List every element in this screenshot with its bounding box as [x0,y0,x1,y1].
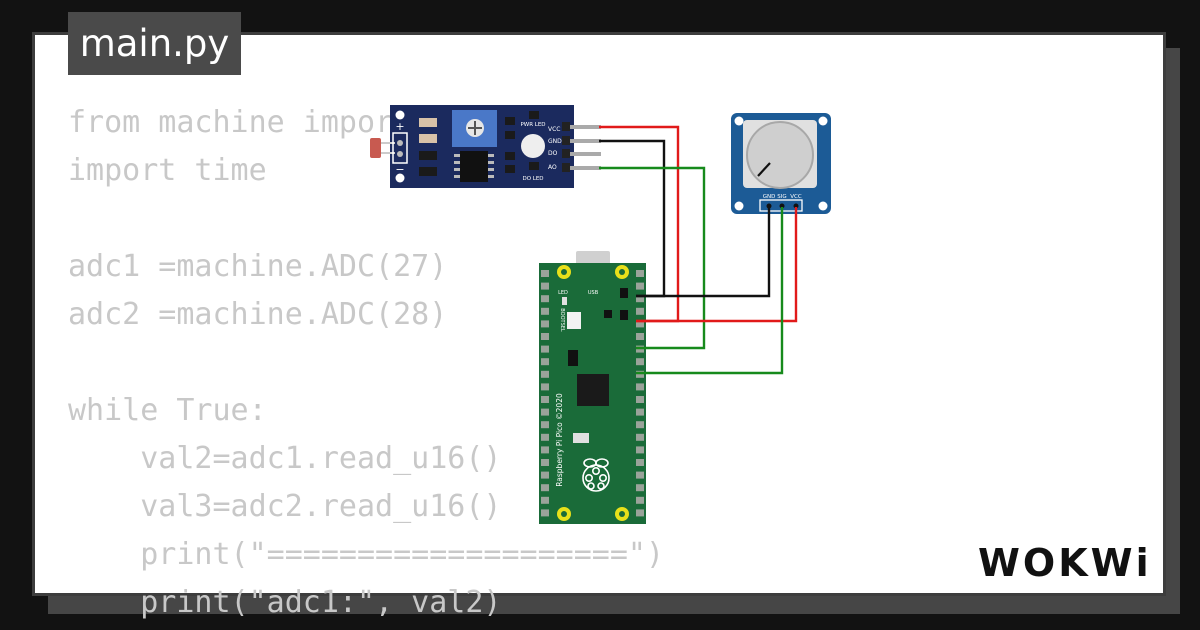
file-tab-main-py[interactable]: main.py [68,12,241,75]
pico-pin-pad[interactable] [636,270,644,277]
pin-label-gnd: GND [548,138,562,145]
potentiometer-knob[interactable] [746,121,814,189]
pico-pin-pad[interactable] [636,446,644,454]
pwr-led-label: PWR LED [520,122,545,128]
code-line: adc2 =machine.ADC(28) [68,297,448,332]
code-line: val2=adc1.read_u16() [68,441,502,476]
wire-pot-vcc[interactable] [636,207,798,323]
pico-pin-pad[interactable] [541,496,549,504]
comparator-chip [460,151,488,182]
pico-pin-pad[interactable] [636,282,644,290]
pico-pin-pad[interactable] [636,307,644,315]
pico-pin-pad[interactable] [636,433,644,441]
raspberry-pi-pico[interactable]: LED USB BOOTSEL Raspberry Pi Pico ©2020 [539,251,646,524]
pin-label-ao: AO [548,164,557,171]
pico-pin-pad[interactable] [636,295,644,303]
pico-pin-pad[interactable] [541,370,549,378]
pico-pin-pad[interactable] [541,333,549,340]
pico-pin-pad[interactable] [541,345,549,353]
code-line: adc1 =machine.ADC(27) [68,249,448,284]
pico-pin-pad[interactable] [541,484,549,492]
pico-pin-pad[interactable] [541,509,549,517]
pico-pin-pad[interactable] [541,459,549,466]
pico-pin-pad[interactable] [541,282,549,290]
pico-pin-pad[interactable] [541,396,549,403]
potentiometer[interactable]: GND SIG VCC [731,113,831,214]
pico-pin-pad[interactable] [541,320,549,328]
pico-pin-pad[interactable] [541,295,549,303]
pico-pin-pad[interactable] [636,459,644,466]
code-line: val3=adc2.read_u16() [68,489,502,524]
pin-label-do: DO [548,150,558,157]
pico-pin-pad[interactable] [541,307,549,315]
pico-pin-pad[interactable] [541,471,549,479]
pico-pin-pad[interactable] [636,509,644,517]
pico-usb-label: USB [588,290,599,296]
pico-pin-pad[interactable] [636,496,644,504]
pico-pin-pad[interactable] [636,358,644,366]
pot-pin-label-sig: SIG [777,194,786,200]
pico-pin-pad[interactable] [541,383,549,391]
wokwi-logo-text: WOKWi [978,541,1152,585]
pico-pin-pad[interactable] [636,471,644,479]
do-led-label: DO LED [522,176,543,182]
status-led [521,134,545,158]
rp2040-chip [577,374,609,406]
pico-pin-pad[interactable] [541,433,549,441]
pico-pin-pad[interactable] [541,408,549,416]
raspberry-pi-logo-icon [582,458,610,492]
wires [599,125,798,375]
bootsel-button[interactable] [567,312,581,329]
ldr-sensor-module[interactable]: + − PWR LED DO LED VCC GND DO AO [370,105,601,188]
terminal-plus-label: + [395,120,404,133]
pico-pin-pad[interactable] [541,446,549,454]
photoresistor[interactable] [370,138,381,158]
pico-led-label: LED [558,290,568,296]
code-line: while True: [68,393,267,428]
code-line: import time [68,153,267,188]
pico-pin-pad[interactable] [636,383,644,391]
pico-pin-pad[interactable] [541,421,549,429]
pico-board-label: Raspberry Pi Pico ©2020 [555,393,564,487]
pico-pin-pad[interactable] [636,408,644,416]
pico-pin-pad[interactable] [541,270,549,277]
pot-pin-label-vcc: VCC [790,194,802,200]
pot-pin-label-gnd: GND [763,194,776,200]
pico-pin-pad[interactable] [636,396,644,403]
pico-pin-pad[interactable] [636,484,644,492]
wire-pot-sig[interactable] [636,207,784,375]
pico-pin-pad[interactable] [636,421,644,429]
code-line: print("====================") [68,537,665,572]
wire-pot-gnd[interactable] [636,207,771,298]
bootsel-label: BOOTSEL [559,308,565,332]
code-line: print("adc1:", val2) [68,585,502,620]
pico-pin-pad[interactable] [636,320,644,328]
pico-pin-pad[interactable] [541,358,549,366]
wokwi-logo[interactable]: WOKWi [976,538,1149,586]
pico-pin-pad[interactable] [636,333,644,340]
terminal-minus-label: − [395,163,404,176]
pin-label-vcc: VCC [548,126,560,133]
wire-ldr-ao[interactable] [599,166,706,350]
pico-pin-pad[interactable] [636,370,644,378]
